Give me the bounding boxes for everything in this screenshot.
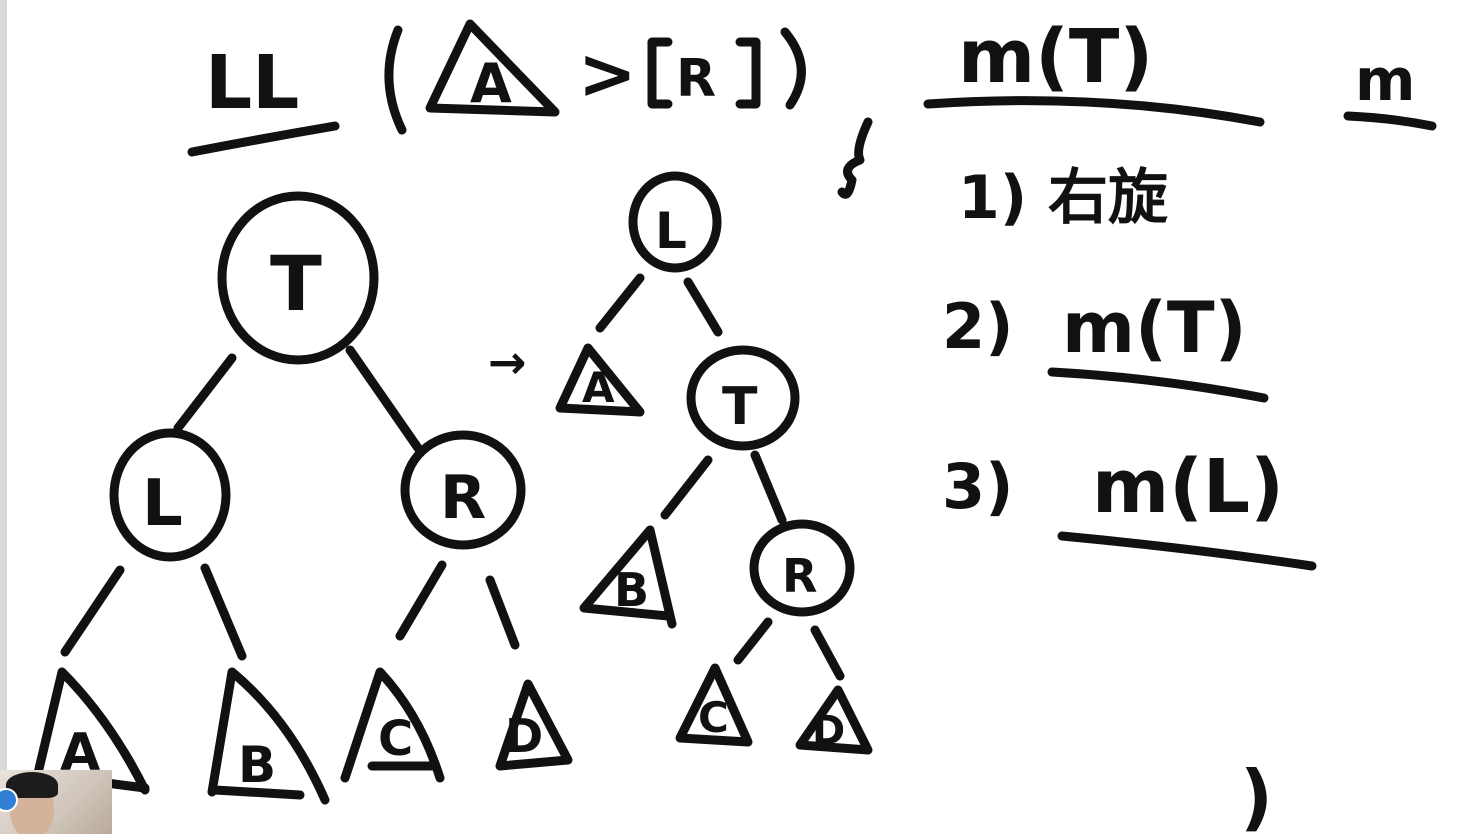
node-t-label: T [270,239,322,328]
title-prefix: LL [205,40,299,126]
after-leaf-a-label: A [582,363,615,412]
after-edge-t-r [750,450,787,525]
edge-r-d [485,575,520,650]
tree-before: T L R A B C D [29,191,573,805]
title-subtree-a: A [470,52,512,115]
after-edge-l-a [595,273,645,333]
after-leaf-d-label: D [812,708,845,754]
after-edge-r-c [733,617,773,665]
edge-l-b [200,563,247,661]
title-bracket-open [647,37,673,109]
after-edge-t-b [660,455,713,520]
edge-r-c [395,560,447,641]
leaf-c-label: C [378,711,413,767]
node-r-circle [400,430,526,550]
leaf-b-label: B [238,736,276,794]
node-l-circle [109,428,231,562]
side-mark: m [1355,46,1415,114]
after-edge-r-d [810,625,845,681]
after-node-t-label: T [722,377,758,437]
title-relation: > [578,33,637,115]
step-2-number: 2) [942,290,1013,363]
steps-list: m(T) 1) 右旋 2) m(T) 3) m(L) [923,14,1317,571]
after-node-r-label: R [782,549,817,603]
after-node-l-circle [628,171,722,273]
leaf-b-triangle [207,667,330,805]
edge-l-a [60,565,125,657]
steps-heading: m(T) [958,14,1153,100]
tree-after: L A T B R C D [555,171,873,755]
after-edge-l-t [683,277,723,337]
title-open-paren [384,25,407,135]
after-leaf-b-label: B [614,563,649,617]
edge-t-l [173,353,237,433]
step-3-text: m(L) [1092,444,1284,530]
after-leaf-c-label: C [698,693,729,742]
after-node-l-label: L [655,202,687,260]
rotation-arrow: → [488,335,527,389]
leaf-d-label: D [505,709,543,763]
title-subtree-r: R [676,49,716,109]
node-r-label: R [440,463,486,533]
node-l-label: L [142,467,183,541]
title-close-paren [780,27,806,110]
title-underline [187,121,340,157]
step-3-underline [1057,531,1317,571]
title: LL A > R [187,19,806,157]
leaf-c-triangle [340,667,445,783]
webcam-overlay [0,770,112,834]
after-leaf-a-triangle [555,343,645,417]
after-leaf-c-triangle [675,663,753,747]
window-left-edge [0,0,7,834]
step-2-underline [1047,367,1269,403]
after-node-r-circle [749,519,855,617]
steps-heading-underline [923,96,1265,127]
after-node-t-circle [686,345,800,451]
title-triangle [425,19,560,117]
node-t-circle [217,191,379,365]
title-bracket-close [735,37,761,109]
bottom-brace: ) [1240,755,1273,834]
edge-t-r [345,345,423,453]
steps-brace [837,117,873,199]
after-leaf-b-triangle [579,525,677,629]
step-1: 1) 右旋 [958,163,1168,233]
step-2-text: m(T) [1062,287,1247,369]
step-3-number: 3) [942,450,1013,523]
after-leaf-d-triangle [795,685,873,755]
side-mark-underline [1343,111,1437,131]
webcam-badge-icon [0,788,18,812]
leaf-d-triangle [495,679,573,771]
